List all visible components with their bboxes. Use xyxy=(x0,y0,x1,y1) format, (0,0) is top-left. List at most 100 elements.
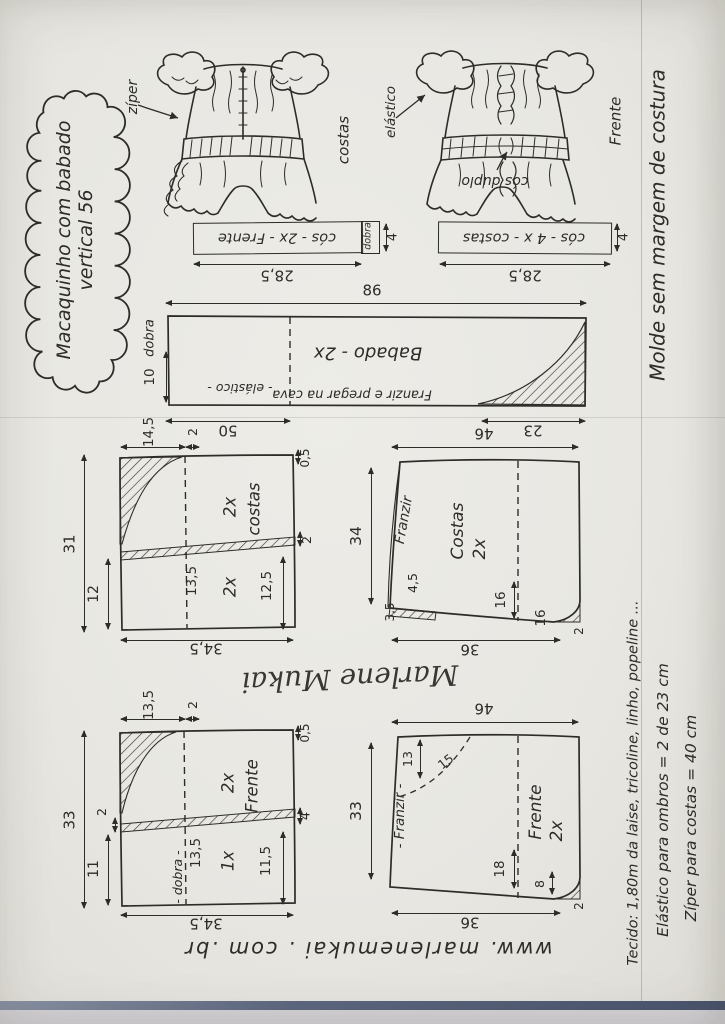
shorts-back-dash-height: 13,5 xyxy=(184,565,201,597)
shorts-back-qty2: 2x xyxy=(220,576,240,598)
bodice-front-dash-height: 18 xyxy=(492,860,509,878)
bodice-front-dash-dim xyxy=(510,849,519,889)
shorts-back-side-sa: 0,5 xyxy=(298,448,313,468)
pattern-title-line2: vertical 56 xyxy=(75,189,97,291)
front-neckline xyxy=(463,64,547,69)
front-ruffle-right xyxy=(536,51,593,93)
waistband-back-label: cós - 4 x - costas xyxy=(462,229,586,246)
sketch-annotation-arrows xyxy=(120,40,630,215)
crotch-curve-hatch xyxy=(120,457,182,544)
garment-sketch-back xyxy=(128,45,358,215)
bodice-front-gather-label: - Franzir - xyxy=(392,783,409,849)
back-ruffle-left xyxy=(158,52,215,94)
crotch-curve-hatch xyxy=(120,732,176,813)
ruffle-gather-hatch xyxy=(478,322,585,405)
shorts-back-strip-sa-dim xyxy=(296,531,305,547)
bodice-front-qty: 2x xyxy=(547,820,568,842)
waistband-front-width-dim xyxy=(193,260,362,269)
designer-signature: Marlene Mukai xyxy=(240,658,460,699)
ruffle-fold-label: dobra xyxy=(142,319,158,357)
ruffle-left-dim xyxy=(165,417,291,426)
paper-crease-horizontal xyxy=(0,417,725,418)
front-ruffle-left xyxy=(417,51,474,93)
shorts-front-qty: 2x xyxy=(218,772,238,794)
bodice-front-width: 46 xyxy=(474,699,494,718)
bodice-front-neck-dim xyxy=(416,739,425,779)
bodice-front-name: Frente xyxy=(526,784,547,840)
front-waistband-label: cós duplo xyxy=(461,173,529,190)
neckline-dash-curve xyxy=(394,737,470,798)
shorts-front-side-sa: 0,5 xyxy=(298,723,313,743)
bodice-back-height-dim xyxy=(367,467,376,605)
shorts-front-height-dim xyxy=(80,730,89,909)
bodice-front-bottom-width: 36 xyxy=(460,913,480,932)
shorts-front-strip-right-dim xyxy=(296,807,305,825)
waistband-back-width: 28,5 xyxy=(508,266,542,285)
ruffle-left-width: 50 xyxy=(218,421,238,440)
bodice-back-dash-dim xyxy=(510,581,519,619)
bodice-back-right-height: 16 xyxy=(533,609,550,627)
casing-hatch xyxy=(389,608,436,620)
bodice-back-width-dim xyxy=(391,443,579,452)
shorts-front-top-sa-dim xyxy=(185,715,200,724)
corner-hatch xyxy=(554,600,580,622)
ruffle-piece xyxy=(160,310,592,414)
bodice-back-dash-height: 16 xyxy=(493,591,510,609)
bodice-front-neck-depth: 13 xyxy=(399,751,415,767)
shorts-back-top-dim xyxy=(120,443,186,452)
ruffle-label: Babado - 2x xyxy=(313,342,423,364)
shorts-front-top-dim xyxy=(120,715,186,724)
bodice-back-left-small: 3,5 xyxy=(383,602,398,622)
shorts-front-right-height: 11,5 xyxy=(258,845,275,877)
front-vertical-ruffle xyxy=(498,66,515,124)
shorts-front-bottom-dim xyxy=(120,911,294,920)
shorts-back-lower-height: 12 xyxy=(85,585,102,603)
waist-casing-hatch xyxy=(121,537,295,560)
garment-sketch-front xyxy=(385,42,625,214)
shorts-front-height: 33 xyxy=(60,810,79,830)
margin-note: Molde sem margem de costura xyxy=(645,69,670,381)
shorts-back-top-sa: 2 xyxy=(184,428,200,436)
bodice-front-height: 33 xyxy=(347,801,366,821)
shorts-back-height: 31 xyxy=(60,534,79,554)
pattern-title-line1: Macaquinho com babado xyxy=(53,120,76,360)
waistband-front-label: cós - 2x - Frente xyxy=(217,229,337,246)
bodice-back-bottom-dim xyxy=(391,636,561,645)
shorts-back-bottom-width: 34,5 xyxy=(189,639,223,658)
ruffle-width: 86 xyxy=(362,281,382,300)
shorts-back-top-width: 14,5 xyxy=(141,416,158,448)
shorts-front-strip-left-dim xyxy=(111,817,120,833)
pattern-title: Macaquinho com babado vertical 56 xyxy=(53,120,98,360)
ruffle-height-dim xyxy=(162,351,171,403)
front-view-label: Frente xyxy=(606,96,625,146)
materials-elastic-note: Elástico para ombros = 2 de 23 cm xyxy=(654,663,673,937)
zipper-arrow xyxy=(138,105,178,120)
shorts-front-top-width: 13,5 xyxy=(141,689,158,721)
shorts-front-strip-left: 2 xyxy=(93,808,109,816)
scanner-background xyxy=(0,1010,725,1024)
bodice-front-right-dim xyxy=(548,871,557,895)
waistband-front-fold-label: dobra xyxy=(362,222,374,250)
shorts-front-name: Frente xyxy=(242,759,262,813)
waistband-back-width-dim xyxy=(439,260,611,269)
shorts-back-lower-dim xyxy=(104,558,113,630)
website-url: www. marlenemukai . com .br xyxy=(183,937,553,962)
shorts-back-height-dim xyxy=(80,454,89,633)
shorts-front-dash-height: 13,5 xyxy=(188,837,205,869)
bodice-back-corner: 2 xyxy=(572,627,587,635)
shorts-front-strip-right: 4 xyxy=(298,811,314,821)
bodice-front-bottom-dim xyxy=(391,909,561,918)
shorts-front-bottom-width: 34,5 xyxy=(189,914,223,933)
waistband-front-height-dim xyxy=(382,223,391,252)
shorts-front-lower-height: 11 xyxy=(85,860,102,878)
shorts-front-qty2: 1x xyxy=(218,850,238,872)
waistband-front-height: 4 xyxy=(385,232,401,242)
shorts-back-name: costas xyxy=(244,482,264,536)
waistband-front-width: 28,5 xyxy=(260,266,294,285)
bodice-front-width-dim xyxy=(391,718,579,727)
back-view-label: costas xyxy=(334,115,353,165)
ruffle-right-dim xyxy=(481,417,586,426)
bodice-back-strip: 4,5 xyxy=(404,573,420,593)
fold-dash-line xyxy=(184,731,186,904)
back-side-ruffle xyxy=(164,161,188,216)
